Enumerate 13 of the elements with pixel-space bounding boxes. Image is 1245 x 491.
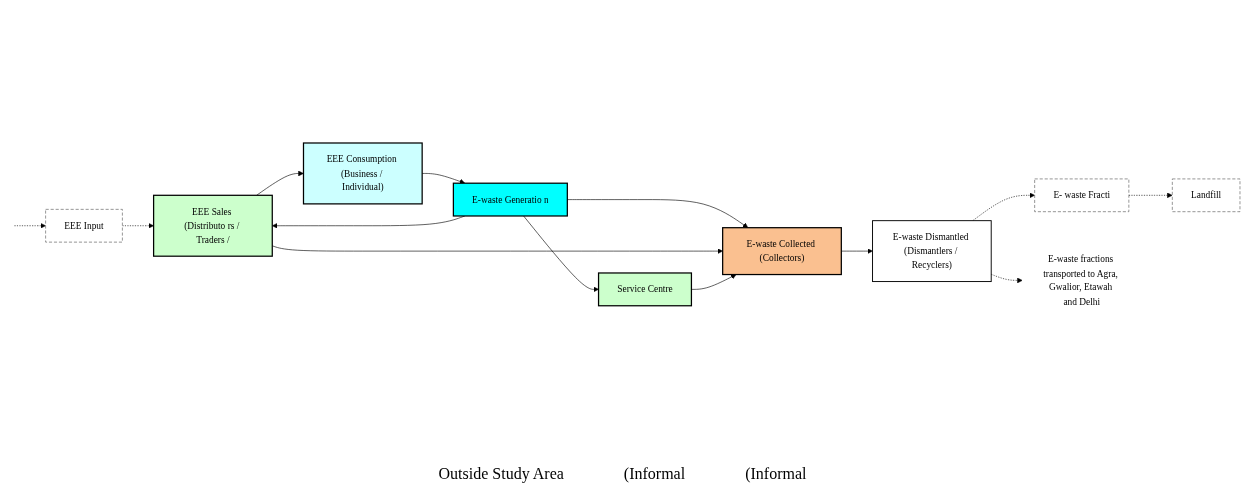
node-box: E-waste Collected (Collectors) — [722, 227, 842, 276]
note-text: (Informal — [745, 465, 807, 483]
node-box: EEE Consumption (Business / Individual) — [302, 142, 423, 205]
node-box: E-waste Generatio n — [452, 182, 568, 217]
note-text: (Informal — [623, 465, 686, 483]
node-box: Service Centre — [597, 272, 693, 307]
node-text: E-waste fractions transported to Agra, Gwalior, Etawah and Delhi — [1043, 254, 1118, 307]
node-box: E- waste Fracti — [1034, 178, 1130, 213]
node-box: EEE Input — [45, 209, 123, 243]
node-box: Landfill — [1172, 178, 1241, 213]
node-box: EEE Sales (Distributo rs / Traders / — [153, 194, 273, 257]
note-text: Outside Study Area — [438, 465, 564, 483]
node-box: E-waste Dismantled (Dismantlers / Recyclers) — [872, 220, 992, 283]
